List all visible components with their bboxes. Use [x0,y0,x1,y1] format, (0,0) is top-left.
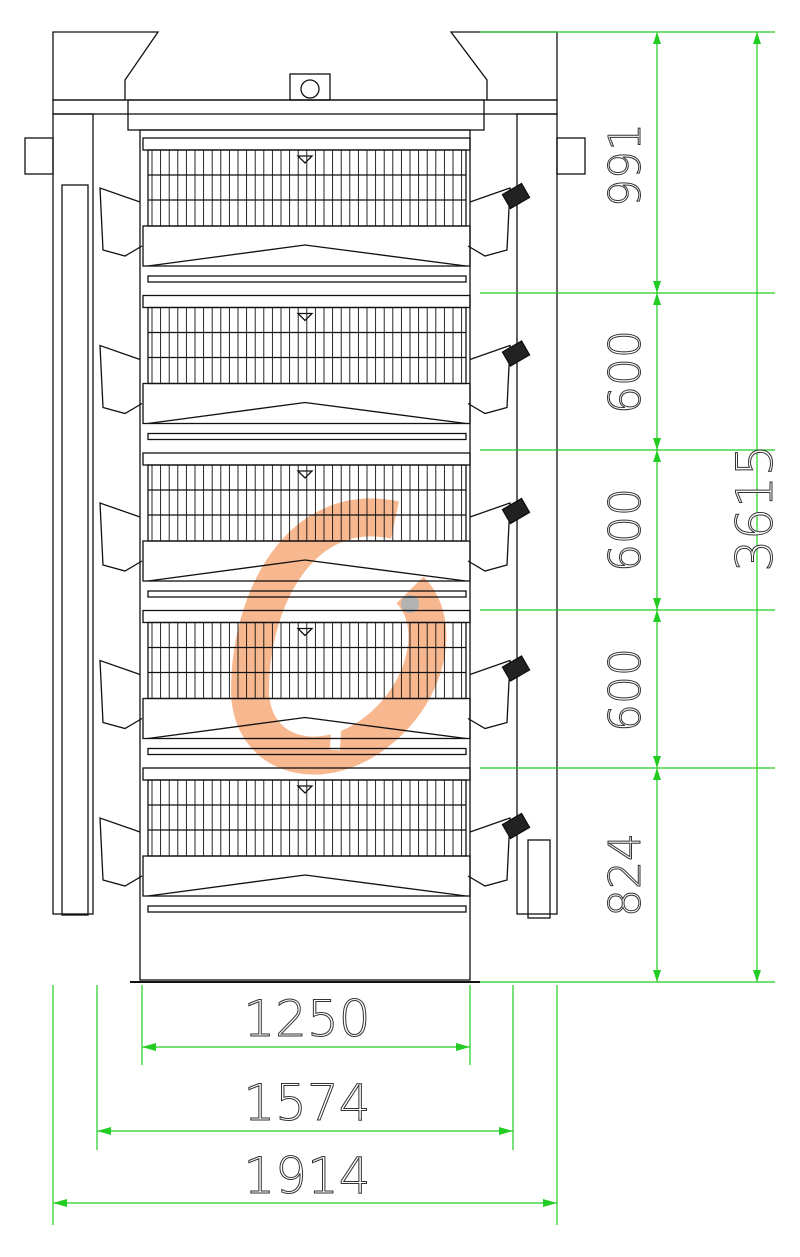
right-hopper [449,31,558,101]
cage-tier-2 [99,294,531,441]
right-feed-trough [467,187,511,257]
dimension-arrow [97,1127,111,1135]
dim-600-tier2: 600 [600,330,651,414]
dimension-arrow [53,1199,67,1207]
dimension-arrow [499,1127,513,1135]
right-drive-unit [501,340,531,367]
dimension-arrow [653,756,661,768]
feeder-icon [296,155,314,164]
dimension-arrow [753,32,761,44]
manure-belt [147,590,467,598]
dimension-lines [52,31,775,1225]
manure-belt [147,275,467,283]
dim-width-1250: 1250 [243,990,370,1048]
watermark-logo [230,498,447,775]
left-motor-box [24,137,54,175]
cage-tier-5 [99,767,531,913]
dim-824: 824 [600,833,651,917]
egg-tray-panel [142,382,471,425]
left-hopper [52,31,160,101]
tier-top-rail [142,294,471,309]
cage-tier-1 [99,137,531,283]
dim-total-3615: 3615 [726,444,784,571]
tier-top-rail [142,452,471,466]
left-feed-trough [99,502,143,572]
egg-tray-panel [142,225,471,267]
dim-600-tier3: 600 [600,488,651,572]
dim-991: 991 [600,123,651,207]
manure-belt [147,432,467,441]
left-feed-trough [99,659,143,730]
dimension-arrow [653,32,661,44]
egg-tray-panel [142,855,471,897]
dimension-arrow [653,970,661,982]
egg-tray-slope [147,716,467,740]
right-feed-trough [467,344,511,415]
egg-tray-panel [142,540,471,582]
dimension-arrow [653,450,661,462]
right-feed-trough [467,817,511,887]
egg-tray-slope [147,559,467,582]
dimension-arrow [142,1043,156,1051]
left-post [52,113,94,915]
left-feed-trough [99,817,143,887]
egg-tray-slope [147,244,467,267]
dimension-arrow [653,768,661,780]
dimension-arrow [653,281,661,293]
right-feed-trough [467,502,511,572]
motor-housing [289,73,331,101]
feeder-icon [296,785,314,794]
motor-icon [300,79,320,99]
right-drive-unit [501,497,531,525]
dim-600-tier4: 600 [600,648,651,732]
left-feed-trough [99,344,143,415]
feeder-icon [296,312,314,322]
cage-tier-3 [99,452,531,598]
right-drive-unit [501,182,531,210]
right-drive-unit [501,812,531,840]
egg-tray-slope [147,874,467,897]
dim-width-1914: 1914 [243,1147,370,1205]
dim-width-1574: 1574 [243,1074,370,1132]
right-drive-unit [501,655,531,682]
left-feed-pipe [61,184,89,916]
dimension-arrow [653,293,661,305]
manure-belt [147,747,467,756]
cage-frame [24,31,586,983]
egg-tray-slope [147,401,467,425]
cage-tier-4 [99,609,531,756]
right-feed-trough [467,659,511,730]
drive-bar [127,99,485,131]
feeder-icon [296,470,314,479]
dimension-arrow [456,1043,470,1051]
dimension-arrow [753,970,761,982]
dimension-arrow [543,1199,557,1207]
right-leg [527,839,551,919]
right-motor-box [556,137,586,175]
tier-top-rail [142,137,471,151]
dimension-arrow [653,598,661,610]
manure-belt [147,905,467,913]
dimension-arrow [653,610,661,622]
dimension-arrow [653,438,661,450]
left-feed-trough [99,187,143,257]
feeder-icon [296,627,314,637]
egg-tray-panel [142,697,471,740]
